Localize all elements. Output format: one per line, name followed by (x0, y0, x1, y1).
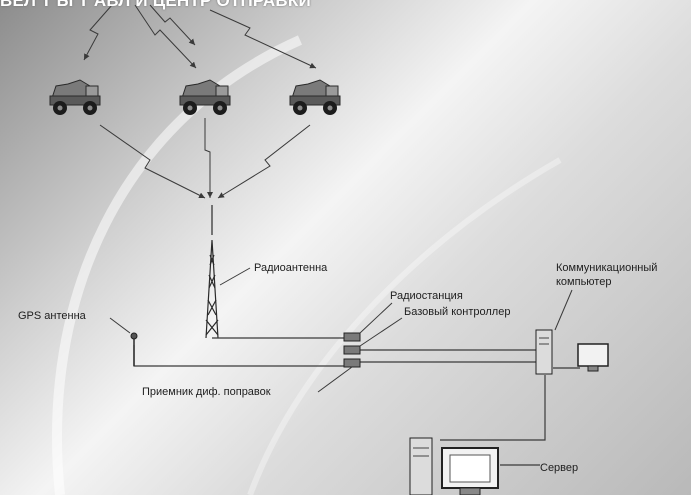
callout-line (554, 289, 573, 331)
radio-tower (205, 205, 219, 339)
label-server: Сервер (540, 462, 579, 474)
server (409, 437, 499, 495)
signal-arrow (134, 4, 197, 69)
signal-arrow (99, 124, 206, 199)
callout-line (317, 366, 353, 393)
comm-computer (535, 329, 609, 375)
callout-line (109, 317, 131, 334)
haul-truck-left (49, 79, 101, 116)
label-base-controller: Базовый контроллер (404, 306, 511, 318)
callout-line (359, 317, 403, 347)
callout-line (219, 267, 251, 286)
cable-server (440, 375, 546, 441)
radio-station-box (343, 332, 361, 342)
label-comm-computer: Коммуникационный (556, 262, 658, 274)
cable-gps (133, 345, 350, 367)
label-radio-antenna: Радиоантенна (254, 262, 328, 274)
label-radio-station: Радиостанция (390, 290, 463, 302)
signal-arrow (83, 4, 113, 61)
background-swoosh (247, 157, 562, 495)
label-comm-computer-2: компьютер (556, 276, 612, 288)
background-swoosh (52, 35, 303, 495)
signal-arrow (204, 118, 213, 198)
signal-arrow (209, 9, 317, 69)
diagram-caption: ВЕЛ Т Ы Т АВЛ И ЦЕНТР ОТПРАВКИ (0, 0, 311, 10)
haul-truck-right (289, 79, 341, 116)
base-controller-box (343, 345, 361, 355)
label-gps-antenna: GPS антенна (18, 310, 86, 322)
signal-arrow (149, 4, 196, 46)
signal-arrow (217, 124, 311, 199)
diff-receiver-box (343, 358, 361, 368)
gps-antenna (130, 332, 138, 366)
callout-line (359, 302, 393, 334)
label-diff-receiver: Приемник диф. поправок (142, 386, 271, 398)
